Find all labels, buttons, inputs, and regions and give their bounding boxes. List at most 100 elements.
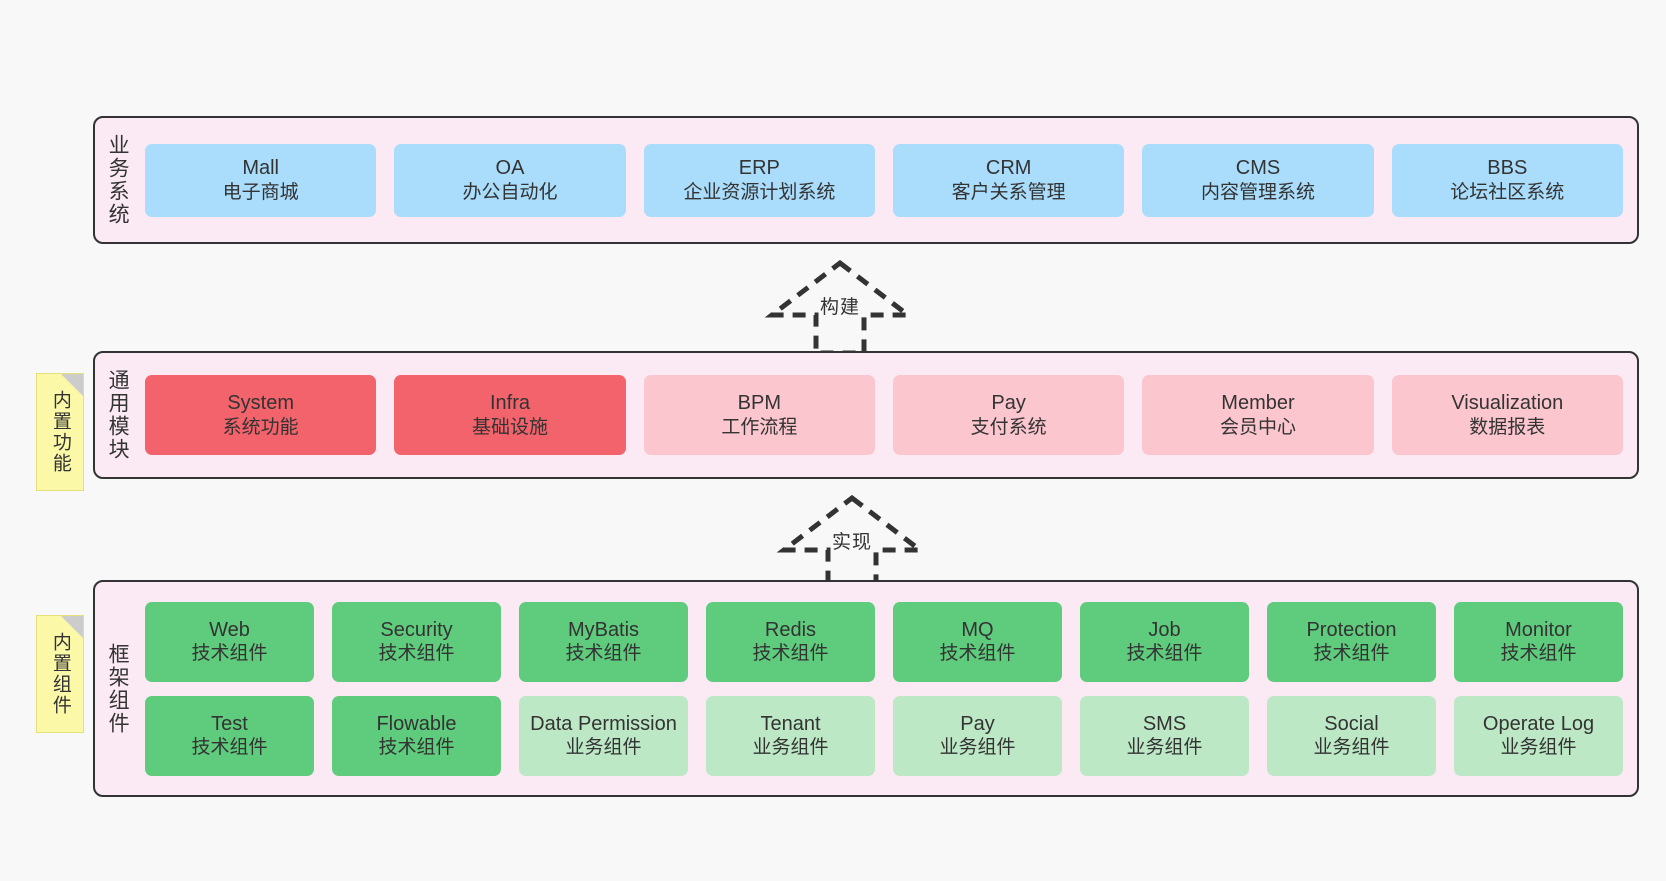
card-redis-subtitle: 技术组件 [752,643,829,665]
card-redis[interactable]: Redis 技术组件 [706,601,875,682]
card-member-subtitle: 会员中心 [1219,416,1296,438]
card-infra-title: Infra [489,392,530,415]
card-visualization-title: Visualization [1451,392,1564,415]
card-security[interactable]: Security 技术组件 [332,601,501,682]
card-tenant[interactable]: Tenant 业务组件 [706,695,875,776]
card-bbs-subtitle: 论坛社区系统 [1450,181,1565,203]
card-test-title: Test [211,712,248,735]
note-built-in-functions-label: 内置功能 [49,390,71,474]
card-mall-subtitle: 电子商城 [222,181,299,203]
card-sms[interactable]: SMS 业务组件 [1080,695,1249,776]
card-redis-title: Redis [764,618,817,641]
layer-common-modules-body: System 系统功能 Infra 基础设施 BPM 工作流程 Pay 支付系统… [139,353,1637,477]
layer-common-modules-title: 通用模块 [106,369,130,461]
card-bpm-title: BPM [737,392,781,415]
card-pay-module[interactable]: Pay 支付系统 [892,375,1125,455]
business-systems-row: Mall 电子商城 OA 办公自动化 ERP 企业资源计划系统 CRM 客户关系… [145,143,1623,217]
card-web[interactable]: Web 技术组件 [145,601,314,682]
card-member-title: Member [1221,392,1295,415]
card-job[interactable]: Job 技术组件 [1080,601,1249,682]
card-crm-subtitle: 客户关系管理 [951,181,1066,203]
arrow-implement-label: 实现 [831,532,872,553]
card-erp[interactable]: ERP 企业资源计划系统 [643,143,875,217]
card-infra-subtitle: 基础设施 [471,416,548,438]
card-bpm[interactable]: BPM 工作流程 [643,375,875,455]
card-cms-subtitle: 内容管理系统 [1200,181,1315,203]
card-crm[interactable]: CRM 客户关系管理 [892,143,1125,217]
card-pay-component-title: Pay [960,712,995,735]
card-operate-log-subtitle: 业务组件 [1500,737,1577,759]
card-sms-subtitle: 业务组件 [1126,737,1203,759]
card-job-title: Job [1148,618,1181,641]
card-flowable[interactable]: Flowable 技术组件 [332,695,501,776]
layer-business-systems: 业务系统 Mall 电子商城 OA 办公自动化 ERP 企业资源计划系统 CRM [93,116,1639,244]
card-job-subtitle: 技术组件 [1126,643,1203,665]
card-infra[interactable]: Infra 基础设施 [394,375,626,455]
card-web-subtitle: 技术组件 [191,643,268,665]
arrow-build-label: 构建 [819,297,860,318]
framework-business-components-row: Test 技术组件 Flowable 技术组件 Data Permission … [145,695,1623,776]
card-security-subtitle: 技术组件 [378,643,455,665]
card-tenant-subtitle: 业务组件 [752,737,829,759]
card-cms-title: CMS [1235,157,1281,180]
common-modules-row: System 系统功能 Infra 基础设施 BPM 工作流程 Pay 支付系统… [145,375,1623,455]
card-bpm-subtitle: 工作流程 [721,416,798,438]
arrow-build: 构建 [760,257,920,357]
card-system-title: System [227,392,294,415]
note-built-in-components-label: 内置组件 [49,632,71,716]
card-oa-subtitle: 办公自动化 [462,181,558,203]
arrow-implement: 实现 [772,492,932,592]
card-social-subtitle: 业务组件 [1313,737,1390,759]
card-social[interactable]: Social 业务组件 [1267,695,1436,776]
card-cms[interactable]: CMS 内容管理系统 [1142,143,1374,217]
note-fold-corner-icon [61,374,83,396]
arrow-build-icon [764,259,916,356]
card-monitor[interactable]: Monitor 技术组件 [1454,601,1623,682]
note-fold-corner-icon [61,616,83,638]
card-data-permission[interactable]: Data Permission 业务组件 [519,695,688,776]
card-mall[interactable]: Mall 电子商城 [145,143,377,217]
card-pay-component[interactable]: Pay 业务组件 [893,695,1062,776]
card-test-subtitle: 技术组件 [191,737,268,759]
note-built-in-functions: 内置功能 [36,373,84,491]
card-member[interactable]: Member 会员中心 [1142,375,1374,455]
card-data-permission-title: Data Permission [530,712,677,735]
layer-framework-components: 框架组件 Web 技术组件 Security 技术组件 MyBatis 技术组件… [93,580,1639,797]
card-operate-log-title: Operate Log [1482,712,1595,735]
card-visualization[interactable]: Visualization 数据报表 [1391,375,1623,455]
card-flowable-subtitle: 技术组件 [378,737,455,759]
framework-tech-components-row: Web 技术组件 Security 技术组件 MyBatis 技术组件 Redi… [145,601,1623,682]
card-pay-component-subtitle: 业务组件 [939,737,1016,759]
card-tenant-title: Tenant [760,712,821,735]
card-system[interactable]: System 系统功能 [145,375,377,455]
card-protection[interactable]: Protection 技术组件 [1267,601,1436,682]
card-mybatis-subtitle: 技术组件 [565,643,642,665]
card-mall-title: Mall [242,157,279,180]
card-pay-module-subtitle: 支付系统 [970,416,1047,438]
card-social-title: Social [1324,712,1379,735]
card-bbs[interactable]: BBS 论坛社区系统 [1391,143,1623,217]
card-mq-subtitle: 技术组件 [939,643,1016,665]
layer-framework-components-body: Web 技术组件 Security 技术组件 MyBatis 技术组件 Redi… [139,582,1637,795]
card-erp-subtitle: 企业资源计划系统 [683,181,836,203]
card-mq[interactable]: MQ 技术组件 [893,601,1062,682]
card-erp-title: ERP [738,157,780,180]
card-mybatis-title: MyBatis [567,618,640,641]
card-oa[interactable]: OA 办公自动化 [394,143,626,217]
card-data-permission-subtitle: 业务组件 [565,737,642,759]
layer-common-modules: 通用模块 System 系统功能 Infra 基础设施 BPM 工作流程 Pay [93,351,1639,479]
note-built-in-components: 内置组件 [36,615,84,733]
card-mybatis[interactable]: MyBatis 技术组件 [519,601,688,682]
card-crm-title: CRM [985,157,1032,180]
card-protection-subtitle: 技术组件 [1313,643,1390,665]
card-test[interactable]: Test 技术组件 [145,695,314,776]
layer-business-systems-body: Mall 电子商城 OA 办公自动化 ERP 企业资源计划系统 CRM 客户关系… [139,118,1637,242]
card-bbs-title: BBS [1487,157,1528,180]
card-oa-title: OA [495,157,525,180]
card-protection-title: Protection [1306,618,1397,641]
layer-business-systems-title: 业务系统 [106,134,130,226]
card-system-subtitle: 系统功能 [222,416,299,438]
card-monitor-title: Monitor [1505,618,1572,641]
card-operate-log[interactable]: Operate Log 业务组件 [1454,695,1623,776]
